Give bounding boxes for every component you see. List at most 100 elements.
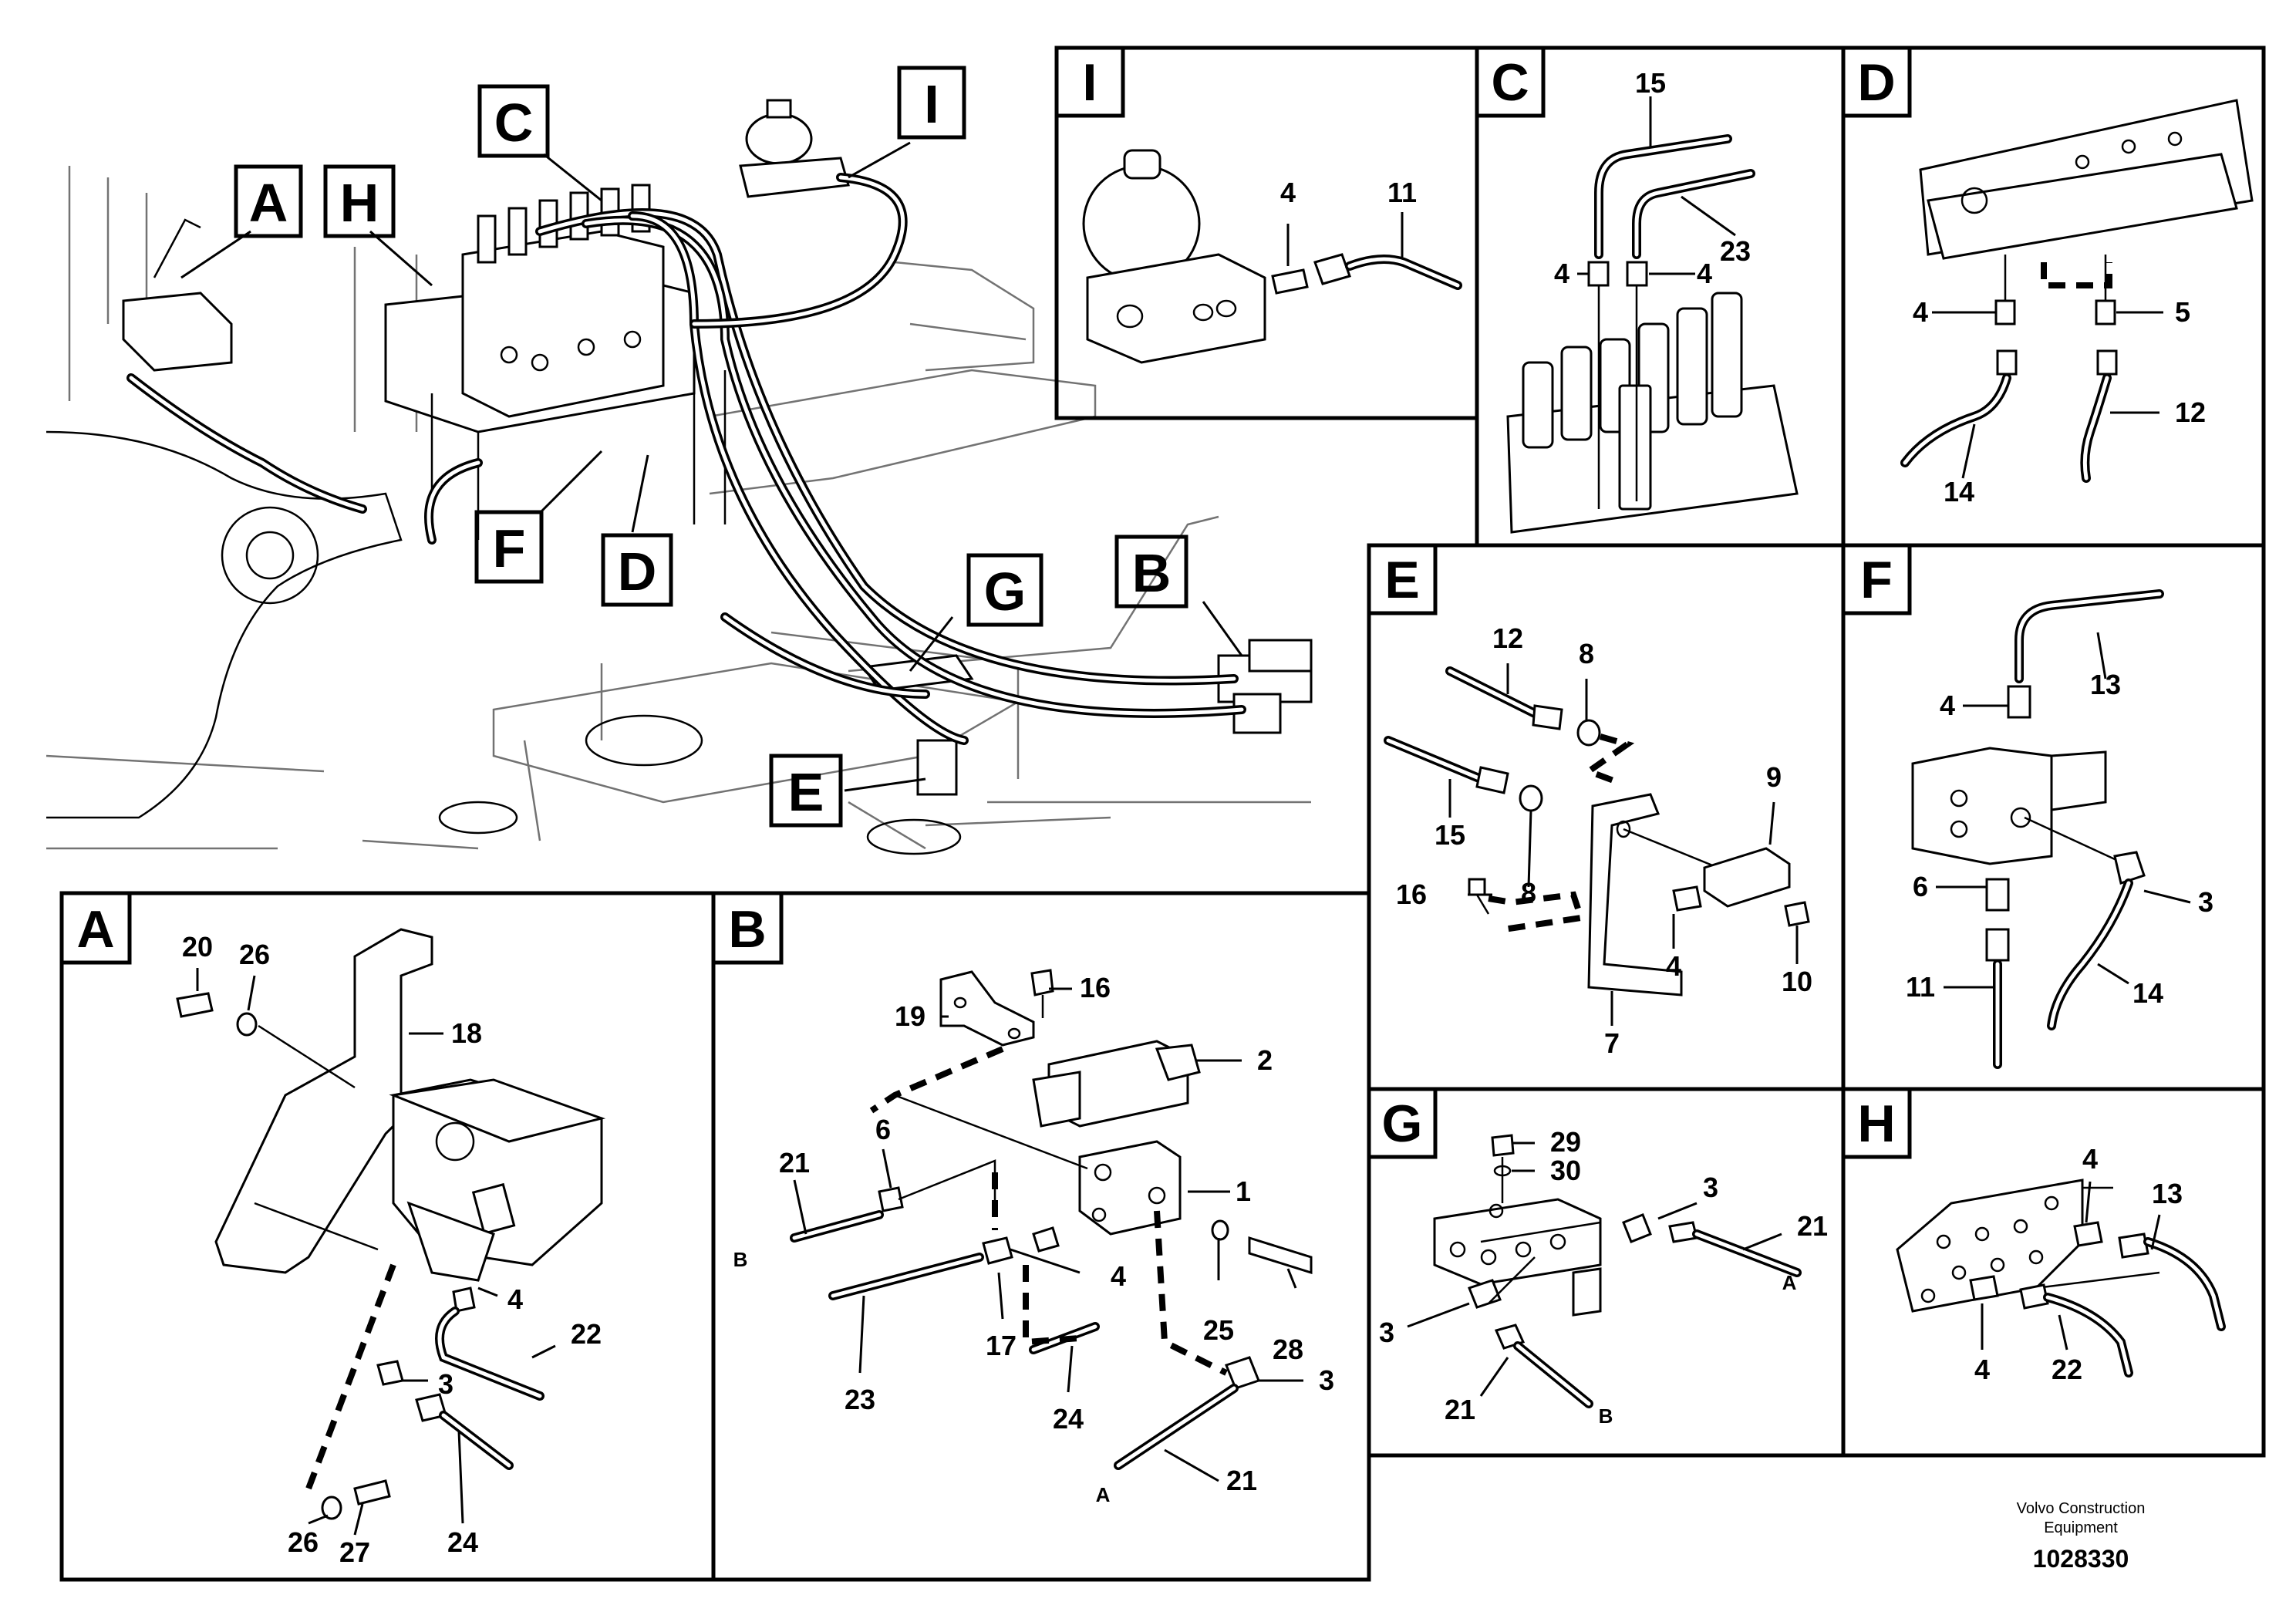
overview-callout-a: A [234, 164, 303, 238]
detail-panel-g: G 29 [1367, 1087, 1846, 1458]
callout-letter: A [249, 173, 288, 233]
part-number-3: 3 [438, 1368, 453, 1400]
part-number-11: 11 [1387, 177, 1417, 208]
part-number-4: 4 [1697, 258, 1712, 289]
part-number-17: 17 [986, 1330, 1017, 1361]
overview-callout-i: I [897, 66, 966, 140]
part-number-4: 4 [1280, 177, 1296, 208]
part-number-10: 10 [1782, 966, 1812, 997]
part-number-4: 4 [1111, 1260, 1126, 1292]
part-number-3: 3 [2198, 886, 2213, 918]
part-number-19: 19 [895, 1000, 925, 1032]
detail-panel-f: F 13 4 6 3 11 [1841, 543, 2266, 1091]
part-number-6: 6 [1913, 871, 1928, 902]
part-number-24: 24 [447, 1526, 478, 1558]
callout-letter: H [340, 173, 379, 233]
part-number-4: 4 [1974, 1354, 1990, 1385]
callout-letter: F [493, 518, 526, 578]
part-number-3: 3 [1379, 1317, 1394, 1348]
part-number-4: 4 [1554, 258, 1569, 289]
overview-callouts: A H C I F D G B [234, 66, 1188, 828]
connection-marker-b: B [733, 1248, 748, 1271]
overview-callout-f: F [474, 510, 544, 584]
detail-panel-h: H 4 13 4 22 [1841, 1087, 2266, 1458]
part-number-21: 21 [1797, 1210, 1828, 1242]
part-number-15: 15 [1435, 819, 1465, 851]
panel-letter: F [1860, 551, 1893, 609]
part-number-15: 15 [1635, 67, 1666, 99]
part-number-4: 4 [1666, 950, 1681, 982]
callout-letter: G [984, 561, 1026, 622]
panel-letter: G [1382, 1094, 1423, 1153]
part-number-21: 21 [779, 1147, 810, 1179]
panel-letter: C [1491, 53, 1529, 112]
panel-letter: H [1857, 1094, 1895, 1153]
part-number-21: 21 [1445, 1394, 1475, 1425]
detail-panel-d: D 4 5 12 14 [1841, 46, 2266, 548]
part-number-23: 23 [1720, 235, 1751, 267]
part-number-24: 24 [1053, 1403, 1084, 1435]
part-number-5: 5 [2175, 296, 2190, 328]
part-number-22: 22 [571, 1318, 602, 1350]
part-number-26: 26 [239, 939, 270, 970]
detail-panel-b: B [711, 891, 1371, 1582]
part-number-7: 7 [1604, 1027, 1620, 1059]
overview-callout-g: G [966, 553, 1043, 627]
part-number-4: 4 [2082, 1143, 2098, 1175]
part-number-20: 20 [182, 931, 213, 963]
footer-branding: Volvo Construction Equipment 1028330 [2017, 1500, 2146, 1573]
part-number-23: 23 [845, 1384, 875, 1415]
part-number-14: 14 [2132, 977, 2163, 1009]
part-number-30: 30 [1550, 1155, 1581, 1186]
part-number-4: 4 [507, 1283, 523, 1315]
part-number-8: 8 [1579, 638, 1594, 669]
part-number-12: 12 [2175, 396, 2206, 428]
part-number-28: 28 [1273, 1334, 1303, 1365]
connection-marker-b: B [1599, 1404, 1613, 1428]
connection-marker-a: A [1096, 1483, 1111, 1506]
panel-letter: A [76, 900, 114, 959]
part-number-4: 4 [1913, 296, 1928, 328]
callout-letter: B [1132, 543, 1172, 603]
overview-callout-b: B [1114, 534, 1188, 609]
callout-letter: C [494, 93, 534, 153]
part-number-16: 16 [1396, 878, 1427, 910]
part-number-21: 21 [1226, 1465, 1257, 1496]
part-number-13: 13 [2152, 1178, 2183, 1209]
drawing-number: 1028330 [2033, 1545, 2129, 1573]
part-number-2: 2 [1257, 1044, 1273, 1076]
part-number-12: 12 [1492, 622, 1523, 654]
part-number-3: 3 [1703, 1172, 1718, 1203]
detail-panel-i: I 4 11 [1054, 46, 1479, 420]
part-number-4: 4 [1940, 690, 1955, 721]
company-name-line1: Volvo Construction [2017, 1500, 2146, 1517]
detail-panel-c: C 15 4 4 23 [1475, 46, 1846, 548]
part-number-13: 13 [2090, 669, 2121, 700]
part-number-11: 11 [1906, 971, 1935, 1003]
part-number-14: 14 [1944, 476, 1974, 508]
part-number-6: 6 [875, 1114, 891, 1145]
part-number-3: 3 [1319, 1364, 1334, 1396]
overview-callout-c: C [477, 84, 550, 158]
detail-panel-a: A [59, 891, 716, 1582]
part-number-18: 18 [451, 1017, 482, 1049]
overview-illustration [46, 99, 1313, 855]
part-number-25: 25 [1203, 1314, 1234, 1346]
part-number-29: 29 [1550, 1126, 1581, 1158]
overview-callout-h: H [323, 164, 396, 238]
callout-letter: E [788, 762, 824, 822]
panel-letter: E [1384, 551, 1419, 609]
callout-letter: I [924, 74, 939, 134]
part-number-26: 26 [288, 1526, 319, 1558]
part-number-22: 22 [2052, 1354, 2082, 1385]
part-number-1: 1 [1236, 1175, 1251, 1207]
company-name-line2: Equipment [2044, 1519, 2118, 1536]
panel-letter: B [728, 900, 766, 959]
part-number-27: 27 [339, 1536, 370, 1568]
callout-letter: D [618, 541, 657, 602]
overview-callout-e: E [769, 754, 843, 828]
part-number-9: 9 [1766, 761, 1782, 793]
detail-panel-e: E [1367, 543, 1846, 1091]
panel-letter: I [1083, 53, 1097, 112]
